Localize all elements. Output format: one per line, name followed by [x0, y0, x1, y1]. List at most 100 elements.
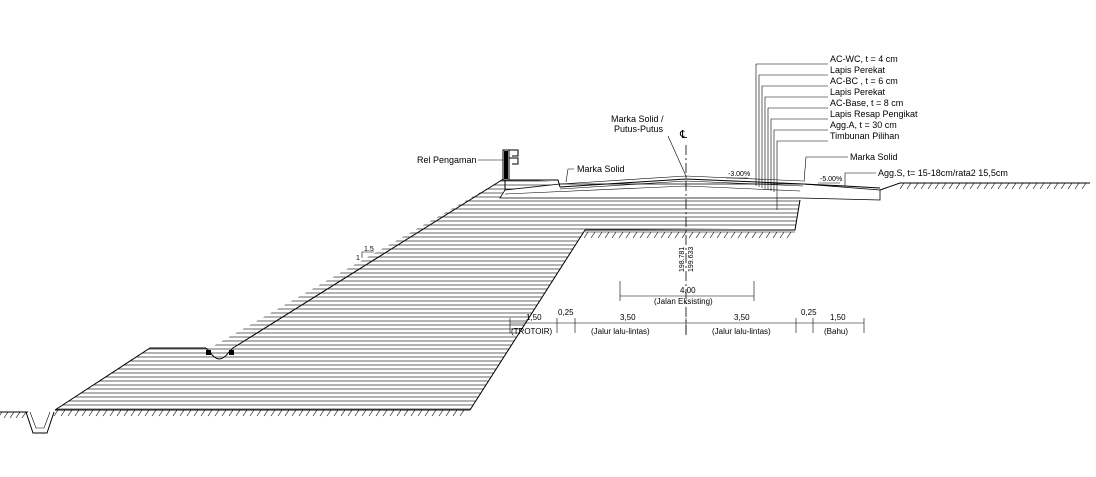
- ground-tick: [9, 411, 15, 419]
- ground-tick: [948, 182, 954, 190]
- ground-tick: [758, 231, 764, 239]
- ground-tick: [109, 409, 115, 417]
- ground-tick: [382, 409, 388, 417]
- ground-tick: [130, 409, 136, 417]
- ground-tick: [1060, 182, 1066, 190]
- ground-tick: [53, 409, 59, 417]
- dim-lane-left-value: 3,50: [620, 313, 636, 322]
- ground-tick: [151, 409, 157, 417]
- marka-center-label-1: Marka Solid /: [611, 114, 664, 124]
- layer-leader-line: [761, 85, 828, 188]
- ground-tick: [228, 409, 234, 417]
- ground-tick: [611, 231, 617, 239]
- ground-tick: [1081, 182, 1087, 190]
- layer-label: AC-WC, t = 4 cm: [830, 54, 898, 64]
- marka-center-label-2: Putus-Putus: [614, 124, 664, 134]
- layer-leader-line: [755, 63, 828, 186]
- ground-tick: [410, 409, 416, 417]
- dimension-existing: 4,00 (Jalan Eksisting): [619, 281, 755, 306]
- ground-tick: [653, 231, 659, 239]
- dim-trotoir-value: 1,50: [526, 313, 542, 322]
- ground-tick: [214, 409, 220, 417]
- dim-lane-right-label: (Jalur lalu-lintas): [712, 327, 771, 336]
- ground-tick: [934, 182, 940, 190]
- ground-tick: [765, 231, 771, 239]
- ground-tick: [249, 409, 255, 417]
- layer-leader-line: [770, 118, 828, 191]
- ground-tick: [681, 231, 687, 239]
- elevation-labels: 198.781 199.633: [679, 247, 695, 272]
- ground-tick: [326, 409, 332, 417]
- ground-tick: [158, 409, 164, 417]
- dimension-row: 1,50 (TROTOIR) 0,25 3,50 (Jalur lalu-lin…: [509, 308, 865, 336]
- layer-leader-line: [764, 96, 828, 189]
- dim-existing-value: 4,00: [680, 286, 696, 295]
- ground-tick: [312, 409, 318, 417]
- ground-tick: [920, 182, 926, 190]
- ground-tick: [284, 409, 290, 417]
- ground-tick: [906, 182, 912, 190]
- ground-tick: [116, 409, 122, 417]
- ground-tick: [969, 182, 975, 190]
- ground-hatch-ticks: [0, 182, 1087, 419]
- layer-leader-line: [767, 107, 828, 190]
- ground-tick: [459, 409, 465, 417]
- ground-tick: [333, 409, 339, 417]
- rel-pengaman-label: Rel Pengaman: [417, 155, 477, 165]
- dim-existing-label: (Jalan Eksisting): [654, 297, 713, 306]
- callouts-right: Marka Solid Agg.S, t= 15-18cm/rata2 15,5…: [803, 152, 1008, 186]
- ground-tick: [263, 409, 269, 417]
- ground-tick: [144, 409, 150, 417]
- ground-tick: [319, 409, 325, 417]
- elevation-1: 198.781: [679, 247, 686, 272]
- ground-tick: [74, 409, 80, 417]
- layer-label: Lapis Perekat: [830, 87, 886, 97]
- ground-tick: [361, 409, 367, 417]
- ground-tick: [604, 231, 610, 239]
- ground-tick: [709, 231, 715, 239]
- ground-tick: [786, 231, 792, 239]
- ground-tick: [123, 409, 129, 417]
- ground-tick: [305, 409, 311, 417]
- ground-tick: [695, 231, 701, 239]
- dim-bahu-label: (Bahu): [824, 327, 848, 336]
- layer-label: Lapis Resap Pengikat: [830, 109, 918, 119]
- layer-label: AC-BC , t = 6 cm: [830, 76, 898, 86]
- ground-tick: [172, 409, 178, 417]
- ground-tick: [67, 409, 73, 417]
- ground-tick: [88, 409, 94, 417]
- ground-tick: [347, 409, 353, 417]
- ground-tick: [941, 182, 947, 190]
- ground-tick: [81, 409, 87, 417]
- dim-gap-right-value: 0,25: [801, 308, 817, 317]
- layer-label: Timbunan Pilihan: [830, 131, 899, 141]
- ground-tick: [646, 231, 652, 239]
- ground-tick: [256, 409, 262, 417]
- ground-tick: [235, 409, 241, 417]
- slope-ratio: 1.5 1: [356, 246, 374, 262]
- ground-tick: [702, 231, 708, 239]
- dim-trotoir-label: (TROTOIR): [511, 327, 553, 336]
- ground-tick: [277, 409, 283, 417]
- ground-tick: [597, 231, 603, 239]
- ground-tick: [242, 409, 248, 417]
- ground-tick: [590, 231, 596, 239]
- ground-tick: [1004, 182, 1010, 190]
- marka-solid-right-label: Marka Solid: [850, 152, 898, 162]
- ground-tick: [976, 182, 982, 190]
- ground-tick: [688, 231, 694, 239]
- ground-tick: [221, 409, 227, 417]
- ground-tick: [730, 231, 736, 239]
- ground-tick: [962, 182, 968, 190]
- dim-lane-left-label: (Jalur lalu-lintas): [591, 327, 650, 336]
- centerline-symbol: ℄: [679, 129, 687, 141]
- ground-line-left: [0, 409, 470, 413]
- ground-tick: [1032, 182, 1038, 190]
- ground-tick: [1039, 182, 1045, 190]
- marka-solid-left-label: Marka Solid: [577, 164, 625, 174]
- ground-tick: [403, 409, 409, 417]
- ground-tick: [927, 182, 933, 190]
- ground-tick: [1025, 182, 1031, 190]
